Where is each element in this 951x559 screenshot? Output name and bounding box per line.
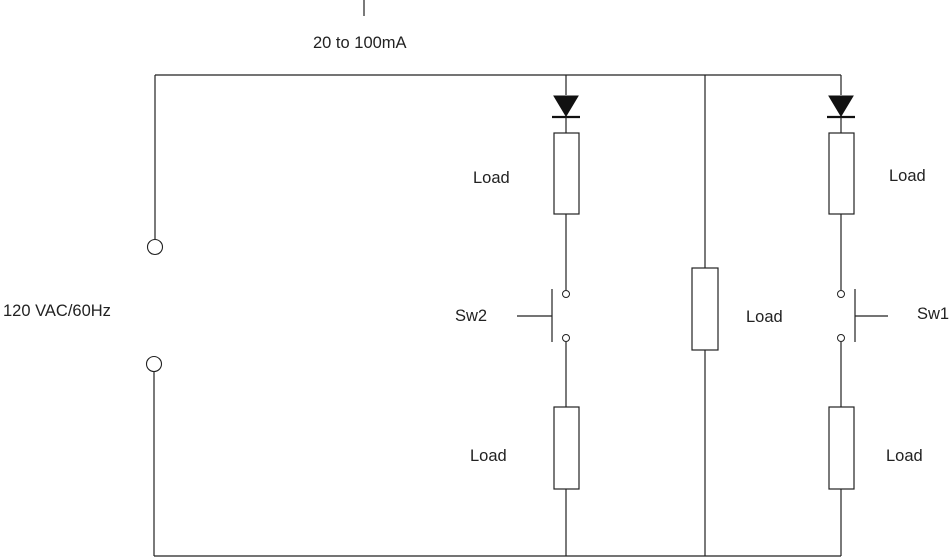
middle-load-resistor-icon [691, 267, 719, 351]
left-top-load-resistor-icon [553, 132, 580, 215]
sw2-contact-bottom-icon [562, 334, 570, 342]
current-range-label: 20 to 100mA [313, 34, 407, 52]
source-label: 120 VAC/60Hz [3, 302, 111, 320]
right-bottom-load-resistor-icon [828, 406, 855, 490]
left-bottom-load-label: Load [470, 447, 507, 465]
source-terminal-top-icon [146, 238, 164, 256]
sw2-contact-top-icon [562, 290, 570, 298]
right-bottom-load-label: Load [886, 447, 923, 465]
sw2-label: Sw2 [455, 307, 487, 325]
sw1-label: Sw1 [917, 305, 949, 323]
left-diode-icon [553, 95, 579, 117]
middle-load-label: Load [746, 308, 783, 326]
right-top-load-label: Load [889, 167, 926, 185]
right-diode-icon [828, 95, 854, 117]
left-bottom-load-resistor-icon [553, 406, 580, 490]
left-top-load-label: Load [473, 169, 510, 187]
sw1-contact-top-icon [837, 290, 845, 298]
sw1-contact-bottom-icon [837, 334, 845, 342]
right-top-load-resistor-icon [828, 132, 855, 215]
source-terminal-bottom-icon [145, 355, 163, 373]
